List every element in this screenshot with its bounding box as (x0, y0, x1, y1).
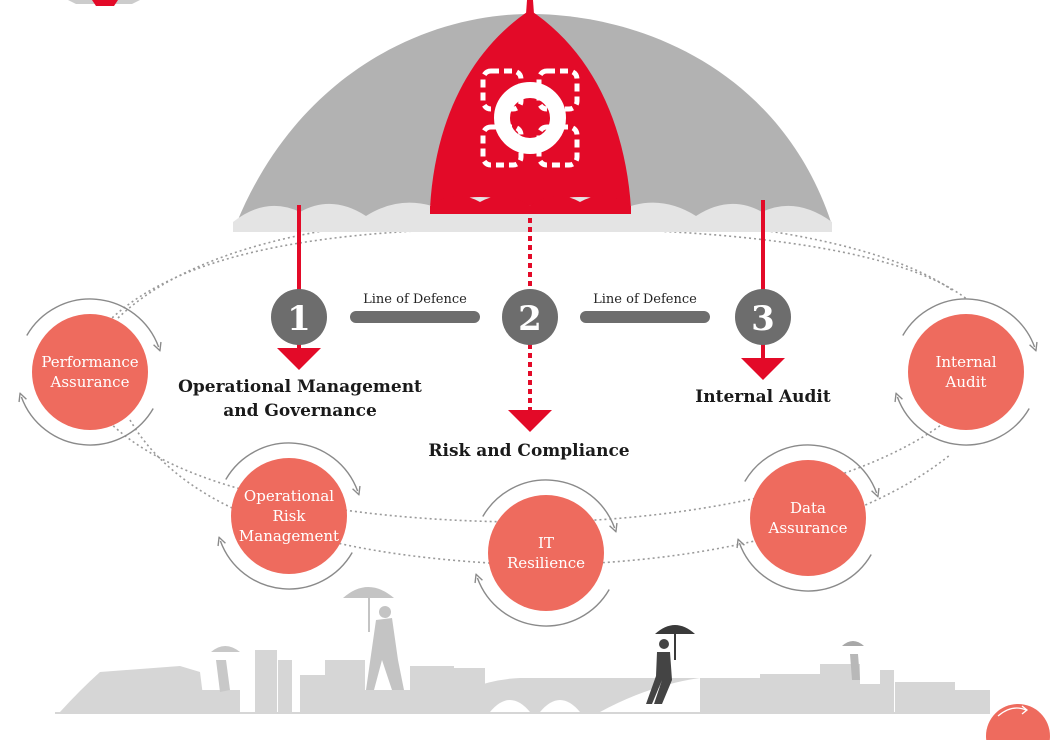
lifebuoy-icon (480, 68, 580, 168)
heading-operational-management: Operational Management and Governance (178, 377, 422, 421)
service-label: IT (538, 534, 554, 552)
refresh-arrows-icon (482, 479, 615, 528)
refresh-arrows-icon (225, 442, 358, 491)
connector-label-1: Line of Defence (363, 292, 467, 307)
service-label: Operational (244, 487, 334, 505)
service-it-resilience: IT Resilience (477, 479, 615, 627)
defence-arrows (277, 200, 785, 432)
service-label: Performance (41, 353, 138, 371)
badge-number-1: 1 (287, 299, 311, 339)
service-circle (488, 495, 604, 611)
refresh-arrows-icon (477, 578, 610, 627)
service-label: Assurance (768, 519, 848, 537)
person-with-umbrella-icon (211, 646, 240, 692)
service-label: Data (790, 499, 826, 517)
refresh-arrows-icon (744, 444, 877, 493)
person-with-umbrella-icon (842, 641, 864, 680)
heading-internal-audit: Internal Audit (695, 387, 831, 407)
logo-fragment (68, 0, 140, 6)
refresh-arrows-icon (897, 397, 1030, 446)
service-circle (231, 458, 347, 574)
number-badges: 1 2 3 (271, 289, 791, 345)
refresh-arrows-icon (21, 397, 154, 446)
service-label: Assurance (50, 373, 130, 391)
service-circle (750, 460, 866, 576)
service-circle (908, 314, 1024, 430)
refresh-arrows-icon (739, 543, 872, 592)
badge-number-2: 2 (518, 299, 542, 339)
service-label: Management (239, 527, 339, 545)
refresh-arrows-icon (902, 298, 1035, 347)
service-label: Risk (273, 507, 307, 525)
heading-line: Risk and Compliance (428, 441, 629, 461)
heading-risk-and-compliance: Risk and Compliance (428, 441, 629, 461)
badge-number-3: 3 (751, 299, 775, 339)
connector-label-2: Line of Defence (593, 292, 697, 307)
service-label: Resilience (507, 554, 585, 572)
defence-connectors: Line of Defence Line of Defence (350, 292, 710, 323)
corner-badge (986, 704, 1050, 740)
person-with-umbrella-icon (646, 625, 695, 704)
refresh-arrows-icon (220, 541, 353, 590)
heading-line: Operational Management (178, 377, 422, 397)
refresh-arrows-icon (26, 298, 159, 347)
service-label: Internal (935, 353, 996, 371)
service-label: Audit (945, 373, 987, 391)
person-with-umbrella-icon (343, 587, 404, 690)
heading-line: Internal Audit (695, 387, 831, 407)
line-headings: Operational Management and Governance Ris… (178, 377, 831, 461)
city-skyline (55, 650, 990, 714)
service-circles: PerformanceAssuranceOperationalRiskManag… (21, 298, 1035, 627)
service-circle (32, 314, 148, 430)
heading-line: and Governance (223, 401, 377, 421)
